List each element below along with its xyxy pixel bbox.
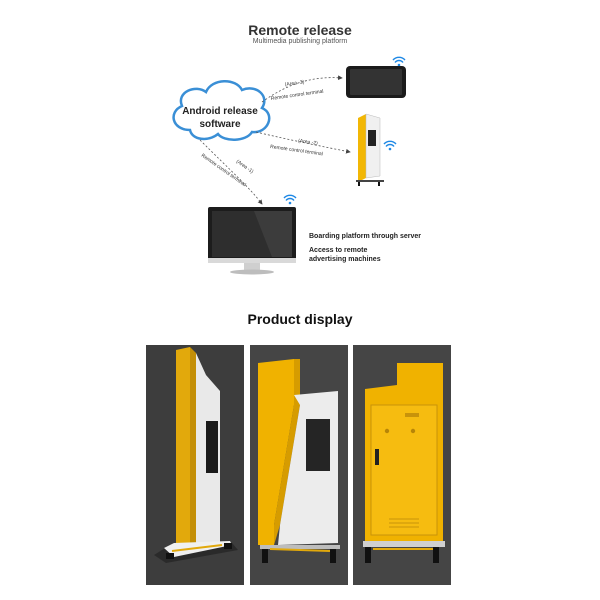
page-subtitle: Multimedia publishing platform	[252, 38, 348, 45]
product-photo-1	[146, 345, 244, 585]
kiosk-icon	[356, 113, 384, 186]
link-area-1-label: Remote control terminal	[200, 153, 247, 188]
monitor-icon	[208, 207, 296, 275]
page-title: Remote release	[248, 22, 352, 38]
product-photo-3	[353, 345, 451, 585]
product-photo-2	[250, 345, 348, 585]
note-access: Access to remote	[309, 247, 368, 254]
wifi-icon	[392, 56, 406, 67]
link-area-2	[255, 131, 351, 154]
link-area-1	[199, 139, 263, 205]
cloud-label-line2: software	[199, 119, 241, 130]
link-area-3-area: (Area -3)	[284, 79, 305, 88]
note-boarding: Boarding platform through server	[309, 233, 422, 240]
release-diagram: Android release software (Area -3) Remot…	[172, 56, 406, 275]
link-area-1-area: (Area -1)	[235, 159, 255, 175]
wifi-icon	[283, 194, 297, 205]
cloud-icon: Android release software	[172, 80, 271, 141]
wifi-icon	[383, 140, 397, 151]
tablet-icon	[346, 66, 406, 98]
section-title: Product display	[247, 311, 353, 327]
link-area-2-area: (Area -2)	[298, 138, 319, 147]
link-area-3-label: Remote control terminal	[270, 89, 323, 102]
note-advertising: advertising machines	[309, 256, 381, 263]
link-area-3	[261, 75, 343, 103]
cloud-label-line1: Android release	[182, 106, 258, 117]
